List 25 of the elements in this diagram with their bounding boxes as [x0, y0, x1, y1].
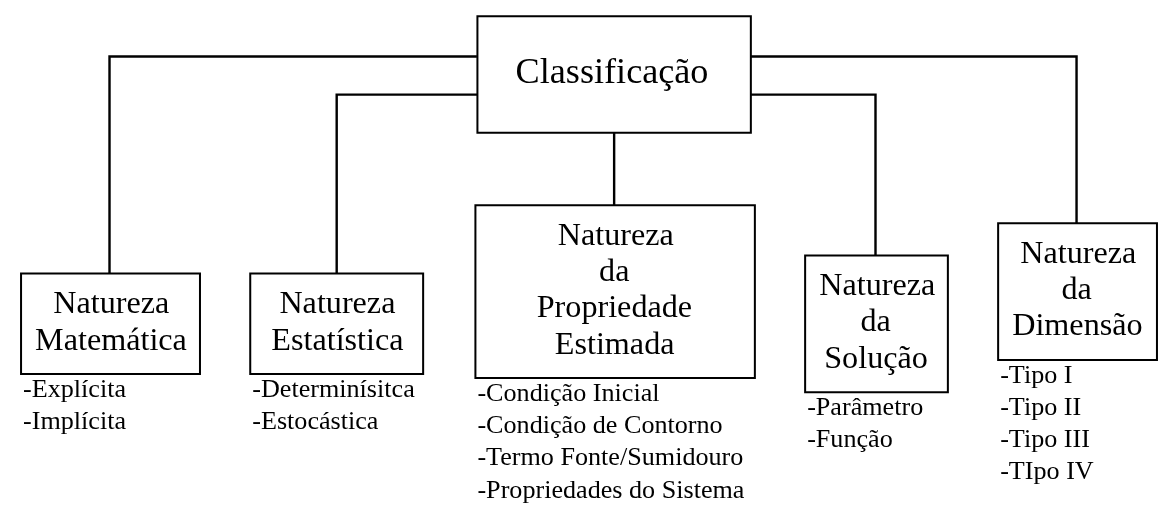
node-label: -Tipo III	[999, 424, 1090, 454]
connector	[612, 133, 615, 206]
node-label: -Condição de Contorno	[476, 410, 723, 440]
node-box: Classificação	[475, 15, 752, 134]
node-box: Natureza Estatística	[248, 272, 424, 376]
node-box: Natureza Matemática	[19, 272, 201, 376]
connector	[750, 55, 1078, 224]
node-box: Natureza da Solução	[803, 254, 949, 394]
node-label: -Estocástica	[251, 406, 378, 436]
node-label: -Termo Fonte/Sumidouro	[476, 442, 743, 472]
connector	[335, 93, 477, 274]
node-label: -Parâmetro	[806, 392, 923, 422]
node-label: -Condição Inicial	[476, 378, 660, 408]
node-label: -Determinísitca	[251, 374, 415, 404]
connector	[750, 93, 877, 256]
node-box: Natureza da Dimensão	[996, 222, 1158, 361]
node-box: Natureza da Propriedade Estimada	[473, 204, 756, 380]
node-label: -Implícita	[22, 406, 126, 436]
connector	[107, 55, 477, 274]
node-label: -Tipo II	[999, 392, 1081, 422]
node-label: -Propriedades do Sistema	[476, 474, 744, 504]
node-label: -Tipo I	[999, 359, 1073, 389]
node-label: -Explícita	[22, 374, 126, 404]
node-label: -Função	[806, 424, 893, 454]
node-label: -TIpo IV	[999, 456, 1094, 486]
